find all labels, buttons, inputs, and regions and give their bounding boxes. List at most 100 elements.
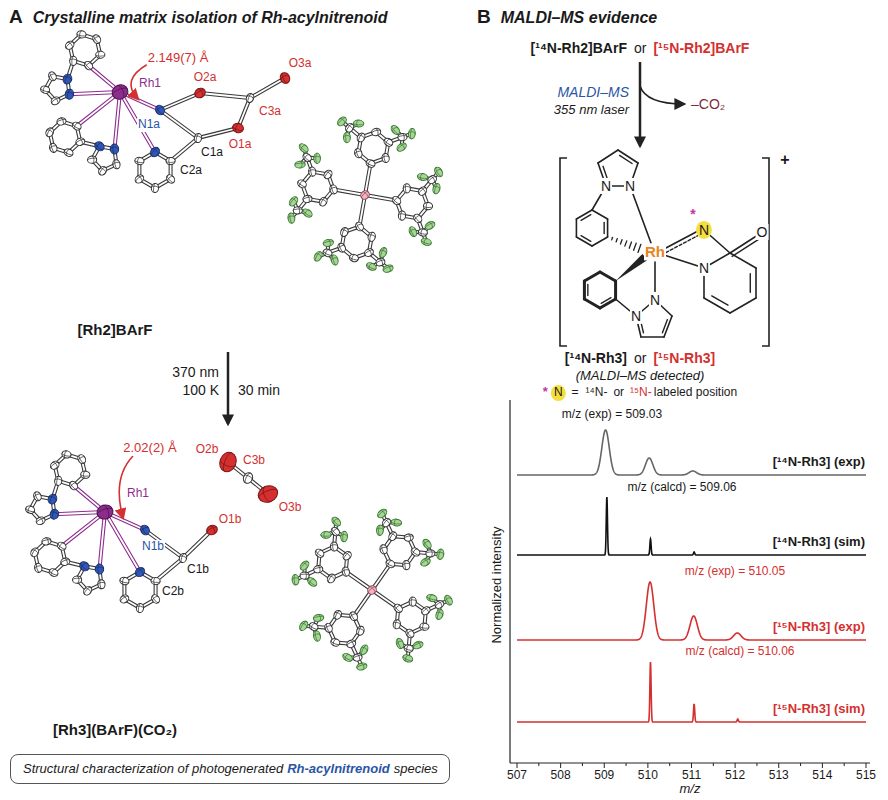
atom-label: N1b [141, 540, 165, 554]
drawing-part [50, 569, 55, 576]
axis-tick [691, 763, 692, 768]
drawing-part [432, 183, 441, 195]
drawing-part [353, 655, 362, 659]
drawing-part [82, 585, 93, 597]
drawing-part [151, 581, 160, 583]
peak-label: m/z (exp) = 510.05 [684, 565, 786, 579]
atom-ellipsoid [76, 30, 86, 38]
drawing-part [70, 482, 77, 488]
atom-ellipsoid [404, 628, 415, 640]
drawing-part [306, 576, 318, 588]
drawing-part [50, 461, 58, 467]
drawing-part [49, 508, 60, 520]
atom-ellipsoid [353, 120, 364, 127]
atom-ellipsoid [298, 620, 310, 632]
atom-ellipsoid [403, 644, 414, 653]
drawing-part [375, 257, 386, 267]
atom-ellipsoid [403, 184, 411, 193]
drawing-part [330, 516, 342, 528]
bond-line [587, 284, 588, 295]
drawing-part [412, 640, 424, 650]
atom-ellipsoid [150, 593, 161, 605]
drawing-part [332, 255, 336, 265]
atom-ellipsoid [231, 122, 244, 134]
drawing-part [54, 476, 62, 486]
atom-ellipsoid [313, 614, 324, 622]
condition-text: MALDI–MS [556, 84, 630, 100]
drawing-part [79, 138, 84, 145]
x-axis [510, 762, 870, 763]
drawing-part [332, 518, 338, 524]
drawing-part [48, 73, 55, 78]
drawing-part [261, 487, 271, 503]
atom-ellipsoid [97, 579, 105, 589]
drawing-part [361, 663, 365, 670]
drawing-part [308, 169, 315, 172]
drawing-part [418, 232, 427, 235]
drawing-part [61, 450, 71, 459]
drawing-part [443, 594, 454, 606]
drawing-part [364, 249, 373, 255]
bond-line [618, 150, 638, 163]
drawing-part [58, 542, 64, 549]
drawing-part [389, 532, 395, 541]
bond-line [603, 222, 604, 233]
drawing-part [296, 178, 308, 189]
bond-line [629, 242, 631, 248]
label-marker: * [689, 206, 696, 222]
drawing-part [341, 566, 350, 577]
drawing-part [79, 31, 82, 38]
drawing-part [366, 584, 378, 596]
atom-ellipsoid [136, 603, 145, 613]
atom-ellipsoid [293, 206, 303, 214]
drawing-part [47, 129, 54, 134]
drawing-part [356, 664, 366, 668]
atom-ellipsoid [324, 622, 334, 633]
atom-ellipsoid [287, 212, 295, 223]
atom-ellipsoid [69, 56, 77, 66]
peak-label: m/z (calcd) = 510.06 [684, 645, 795, 659]
drawing-part [295, 161, 306, 169]
drawing-part [445, 596, 451, 606]
atom-ellipsoid [356, 132, 367, 144]
drawing-part [385, 138, 390, 145]
drawing-part [119, 576, 130, 585]
drawing-part [356, 120, 358, 127]
drawing-part [64, 450, 67, 457]
drawing-part [444, 597, 451, 602]
drawing-part [425, 222, 435, 228]
atom-ellipsoid [44, 127, 55, 139]
drawing-part [410, 128, 413, 138]
atom-label: O1a [228, 138, 253, 152]
drawing-part [394, 605, 400, 611]
atom-ellipsoid [318, 196, 329, 208]
drawing-part [293, 209, 302, 211]
drawing-part [55, 479, 62, 482]
drawing-part [152, 148, 159, 155]
text-row: [¹⁴N-Rh2]BArFor[¹⁵N-Rh2]BArF [530, 40, 751, 56]
atom-ellipsoid [348, 610, 359, 622]
drawing-part [57, 119, 66, 123]
drawing-part [54, 97, 59, 104]
atom-symbol: N [696, 221, 712, 239]
drawing-part [99, 580, 102, 589]
drawing-part [51, 509, 55, 519]
drawing-part [403, 186, 410, 188]
drawing-part [303, 154, 309, 161]
drawing-part [343, 567, 346, 576]
drawing-part [336, 242, 346, 253]
drawing-part [150, 147, 158, 155]
drawing-part [49, 72, 54, 81]
atom-ellipsoid [154, 104, 167, 117]
drawing-part [414, 215, 421, 223]
drawing-part [322, 169, 333, 181]
drawing-part [75, 139, 84, 144]
bond [99, 512, 105, 569]
drawing-part [61, 117, 65, 124]
drawing-part [32, 549, 39, 554]
drawing-part [343, 551, 350, 559]
drawing-part [363, 247, 375, 258]
drawing-part [315, 253, 322, 258]
drawing-part [314, 251, 321, 261]
drawing-part [180, 555, 187, 559]
